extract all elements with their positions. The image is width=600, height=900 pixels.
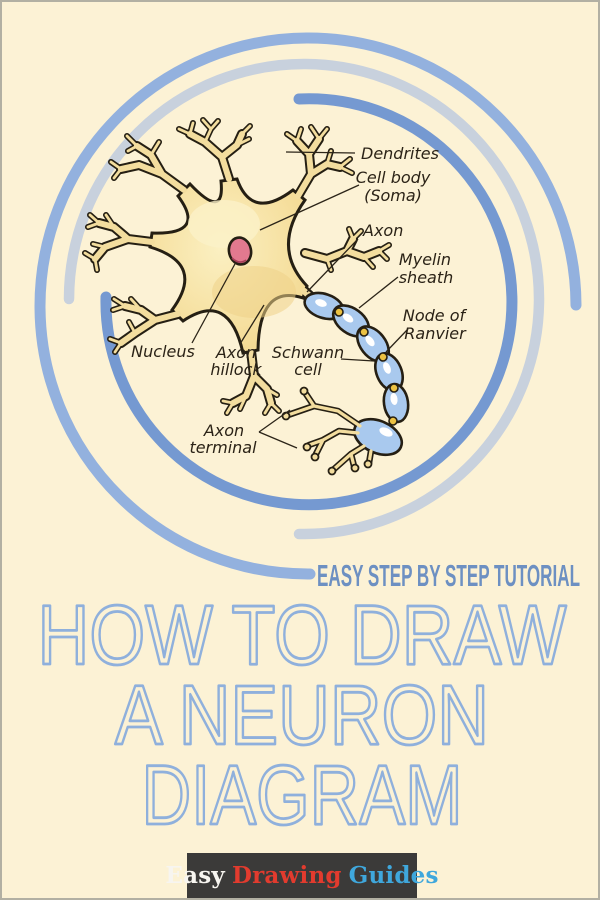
label-axon-hillock-2: hillock [210, 360, 262, 379]
label-schwann-2: cell [294, 360, 322, 379]
soma-shading [212, 266, 296, 318]
tagline: EASY STEP BY STEP TUTORIAL [317, 558, 580, 593]
title-line-2: A NEURON [115, 668, 489, 762]
nucleus-shape [227, 236, 253, 266]
arc-inner [100, 93, 518, 511]
label-leader-lines [191, 151, 409, 449]
label-soma: (Soma) [364, 186, 422, 205]
arc-outer [34, 32, 582, 580]
brand-word-easy: Easy [165, 862, 225, 889]
label-myelin: Myelin [399, 250, 451, 269]
soma-highlight [188, 200, 260, 248]
brand-word-guides: Guides [348, 862, 439, 889]
label-sheath: sheath [399, 268, 454, 287]
diagram-labels: Dendrites Cell body (Soma) Axon Myelin s… [131, 144, 467, 457]
label-axon: Axon [362, 221, 403, 240]
title-line-3: DIAGRAM [142, 748, 463, 842]
label-axon-hillock-1: Axon [215, 343, 256, 362]
label-dendrites: Dendrites [361, 144, 439, 163]
main-title: HOW TO DRAW A NEURON DIAGRAM [36, 587, 568, 844]
brand-badge: Easy Drawing Guides [165, 853, 438, 898]
label-schwann-1: Schwann [272, 343, 344, 362]
label-axon-terminal-1: Axon [203, 421, 244, 440]
label-node-of: Node of [403, 306, 468, 325]
label-ranvier: Ranvier [404, 324, 467, 343]
brand-word-drawing: Drawing [231, 862, 342, 889]
axon-terminal-branches [281, 386, 404, 476]
label-nucleus: Nucleus [131, 342, 195, 361]
myelin-sheath-chain [303, 291, 410, 426]
label-cell-body: Cell body [356, 168, 431, 187]
label-axon-terminal-2: terminal [189, 438, 257, 457]
neuron-illustration [85, 120, 410, 476]
title-line-1: HOW TO DRAW [38, 588, 567, 682]
